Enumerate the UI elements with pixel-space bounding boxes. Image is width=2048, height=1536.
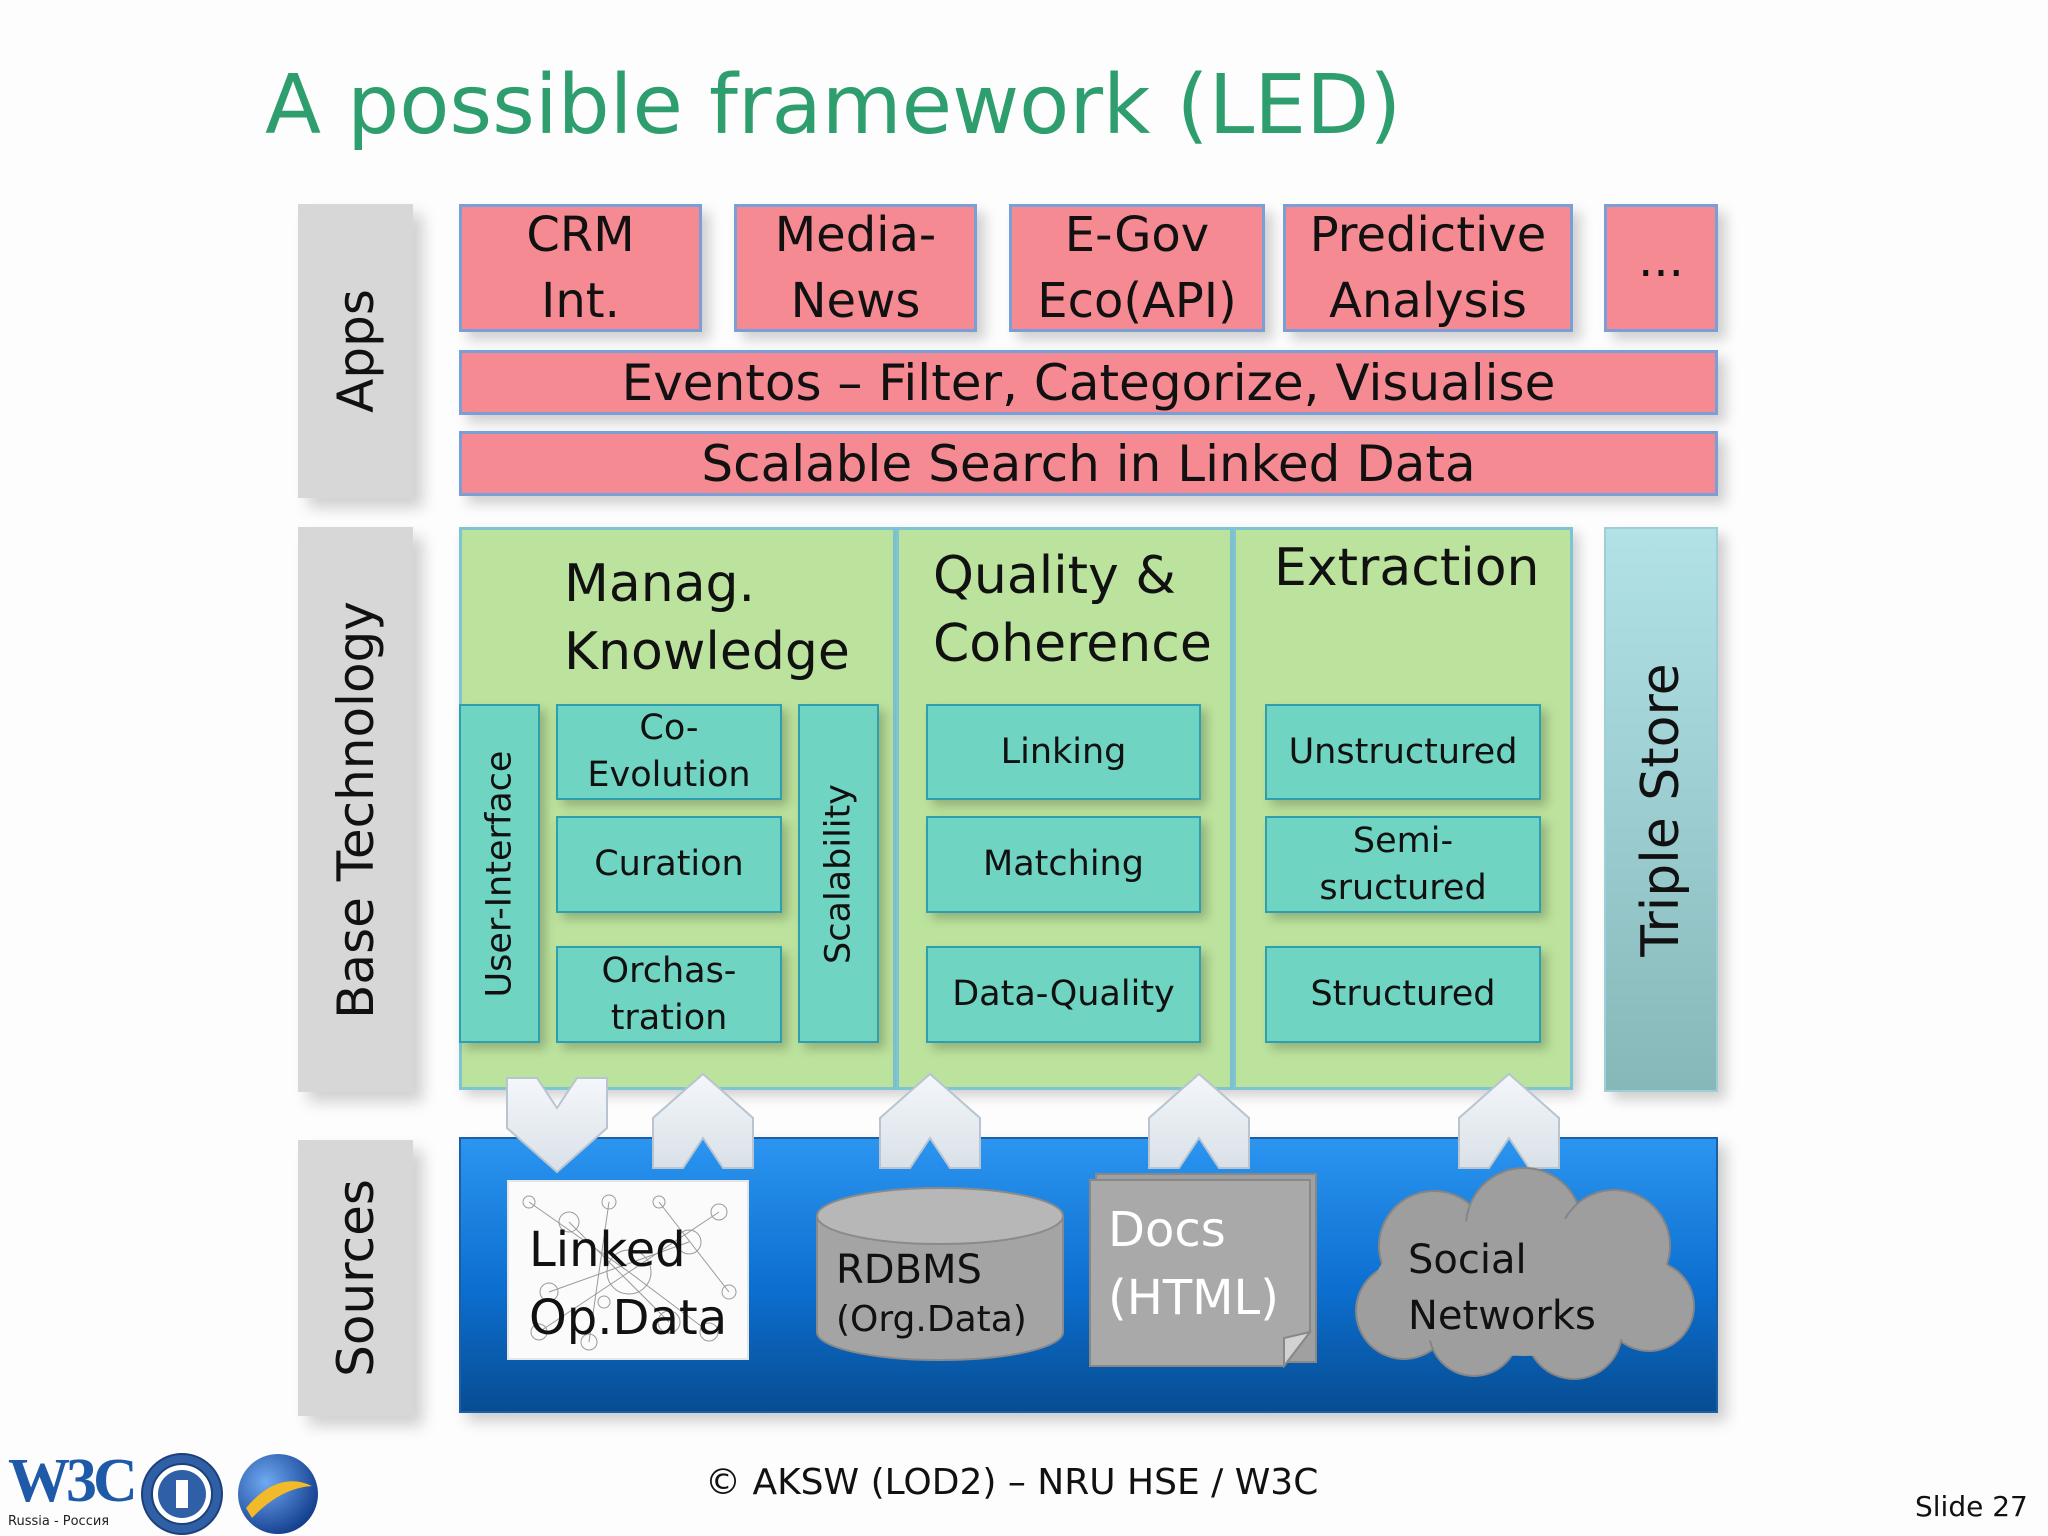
lod-line1: Linked xyxy=(529,1222,686,1278)
arrow-up-icon xyxy=(652,1072,754,1169)
manag-title-line1: Manag. xyxy=(564,554,756,614)
scalable-search-text: Scalable Search in Linked Data xyxy=(701,434,1476,493)
eventos-text: Eventos – Filter, Categorize, Visualise xyxy=(621,353,1556,412)
extraction-title: Extraction xyxy=(1274,538,1540,598)
rdbms-line1: RDBMS xyxy=(836,1247,982,1293)
curation-module: Curation xyxy=(556,816,782,913)
quality-coherence-title: Quality & Coherence xyxy=(933,542,1212,678)
scalable-search-bar: Scalable Search in Linked Data xyxy=(459,431,1718,496)
quality-title-line2: Coherence xyxy=(933,614,1212,674)
manag-title-line2: Knowledge xyxy=(564,622,850,682)
curation-text: Curation xyxy=(594,844,744,884)
matching-text: Matching xyxy=(983,844,1144,884)
app-crm-line1: CRM xyxy=(526,207,635,263)
lod-line2: Op.Data xyxy=(529,1290,728,1346)
app-more-text: ... xyxy=(1638,232,1684,288)
social-line2: Networks xyxy=(1408,1293,1596,1339)
social-networks-label: Social Networks xyxy=(1408,1232,1596,1344)
arrow-down-icon xyxy=(506,1077,608,1174)
arrow-up-icon xyxy=(879,1072,981,1169)
eventos-bar: Eventos – Filter, Categorize, Visualise xyxy=(459,350,1718,415)
app-crm-line2: Int. xyxy=(541,273,620,329)
rdbms-label: RDBMS (Org.Data) xyxy=(836,1244,1027,1344)
layer-label-apps: Apps xyxy=(298,204,413,498)
linked-open-data-source: Linked Op.Data xyxy=(507,1180,749,1360)
lod-label: Linked Op.Data xyxy=(529,1216,727,1352)
arrow-up-icon xyxy=(1148,1072,1250,1169)
orchestration-line1: Orchas- xyxy=(601,950,737,991)
unstructured-text: Unstructured xyxy=(1288,731,1518,772)
layer-label-sources: Sources xyxy=(298,1140,413,1416)
app-predictive-line2: Analysis xyxy=(1329,273,1527,329)
semi-line2: sructured xyxy=(1319,867,1487,908)
social-line1: Social xyxy=(1408,1237,1527,1283)
quality-title-line1: Quality & xyxy=(933,546,1176,606)
arrow-up-icon xyxy=(1458,1072,1560,1169)
docs-label: Docs (HTML) xyxy=(1108,1196,1279,1332)
manag-knowledge-title: Manag. Knowledge xyxy=(564,550,850,686)
triple-store: Triple Store xyxy=(1604,527,1718,1092)
slide-title: A possible framework (LED) xyxy=(265,58,1402,153)
data-quality-module: Data-Quality xyxy=(926,946,1201,1043)
w3c-logo-text: W3C xyxy=(8,1447,138,1515)
structured-text: Structured xyxy=(1310,974,1496,1014)
structured-module: Structured xyxy=(1265,946,1541,1043)
user-interface-module: User-Interface xyxy=(459,704,540,1043)
app-more: ... xyxy=(1604,204,1718,332)
coevolution-line1: Co- xyxy=(639,708,699,748)
orchestration-line2: tration xyxy=(610,997,728,1038)
app-predictive-line1: Predictive xyxy=(1309,207,1547,263)
rdbms-line2: (Org.Data) xyxy=(836,1299,1027,1340)
layer-label-base-technology: Base Technology xyxy=(298,527,413,1092)
globe-logo-icon xyxy=(238,1454,318,1534)
unstructured-module: Unstructured xyxy=(1265,704,1541,800)
coevolution-line2: Evolution xyxy=(587,755,751,795)
semi-line1: Semi- xyxy=(1352,820,1454,861)
database-icon xyxy=(816,1187,1064,1361)
app-egov-line2: Eco(API) xyxy=(1037,273,1237,329)
app-media-line1: Media- xyxy=(774,207,937,263)
docs-line2: (HTML) xyxy=(1108,1270,1280,1326)
slide-number: Slide 27 xyxy=(1915,1490,2028,1523)
docs-line1: Docs xyxy=(1108,1202,1226,1258)
semi-structured-module: Semi-sructured xyxy=(1265,816,1541,913)
w3c-logo-subtext: Russia - Россия xyxy=(8,1514,110,1529)
scalability-module: Scalability xyxy=(798,704,879,1043)
data-quality-text: Data-Quality xyxy=(952,974,1175,1014)
lod-cloud-graph xyxy=(522,1194,737,1351)
document-icon xyxy=(1089,1173,1317,1368)
app-crm: CRM Int. xyxy=(459,204,702,332)
app-media-news: Media- News xyxy=(734,204,977,332)
app-egov-line1: E-Gov xyxy=(1064,207,1210,263)
linking-module: Linking xyxy=(926,704,1201,800)
orchestration-module: Orchas-tration xyxy=(556,946,782,1043)
app-media-line2: News xyxy=(790,273,921,329)
matching-module: Matching xyxy=(926,816,1201,913)
co-evolution-module: Co- Evolution xyxy=(556,704,782,800)
hse-seal-icon xyxy=(141,1453,223,1535)
w3c-logo: W3C Russia - Россия xyxy=(8,1447,138,1530)
cloud-icon xyxy=(1355,1167,1695,1380)
footer-copyright: © AKSW (LOD2) – NRU HSE / W3C xyxy=(705,1462,1319,1503)
linking-text: Linking xyxy=(1000,731,1127,772)
